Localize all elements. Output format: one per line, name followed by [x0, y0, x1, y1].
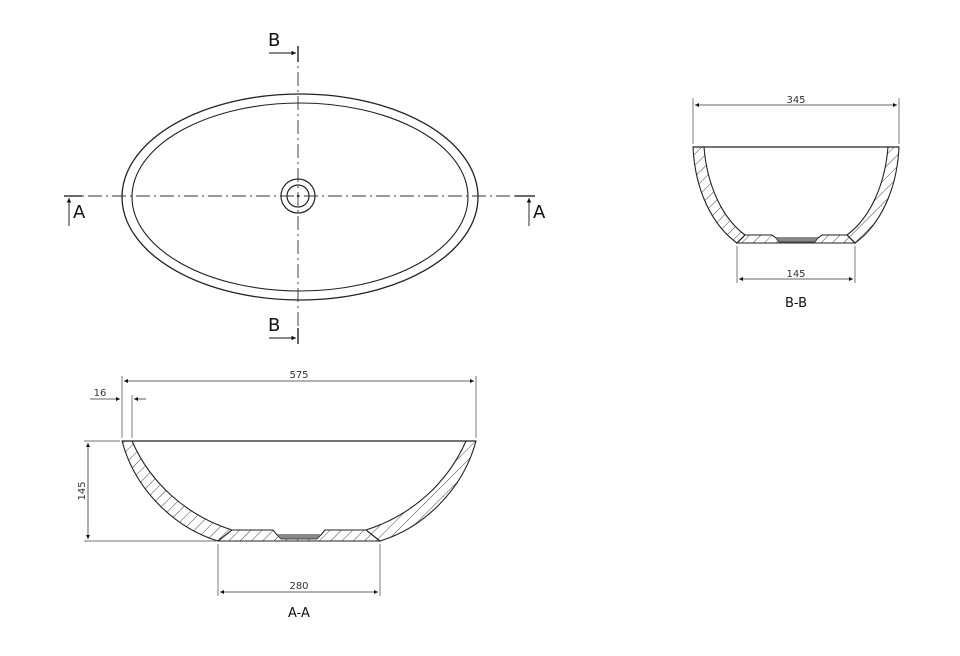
aa-right-wall [364, 440, 477, 542]
dimension-280: 280 [289, 581, 308, 592]
basin-outer-rim [121, 93, 479, 301]
dimension-145-bb: 145 [786, 269, 805, 280]
dimension-16: 16 [94, 388, 107, 399]
top-view: A A B B [64, 30, 546, 344]
section-marker-a-left: A [64, 195, 86, 226]
section-aa-view: 575 16 145 280 A-A [77, 370, 477, 621]
section-bb-title: B-B [785, 296, 807, 311]
bb-right-wall [846, 146, 900, 244]
section-marker-b-bottom: B [268, 315, 299, 344]
section-label-a-right: A [533, 202, 546, 223]
section-bb-view: 345 145 B-B [692, 95, 900, 311]
section-label-b-top: B [268, 30, 280, 51]
dimension-145-aa: 145 [77, 481, 88, 500]
section-marker-a-right: A [515, 195, 546, 226]
aa-drain [276, 534, 322, 540]
basin-inner-rim [131, 102, 469, 292]
dimension-345: 345 [786, 95, 805, 106]
section-marker-b-top: B [268, 30, 299, 62]
section-aa-title: A-A [288, 606, 310, 621]
aa-left-wall [121, 440, 234, 542]
bb-left-wall [692, 146, 746, 244]
section-label-a-left: A [73, 202, 86, 223]
bb-drain [775, 237, 819, 243]
dimension-575: 575 [289, 370, 308, 381]
section-label-b-bottom: B [268, 315, 280, 336]
